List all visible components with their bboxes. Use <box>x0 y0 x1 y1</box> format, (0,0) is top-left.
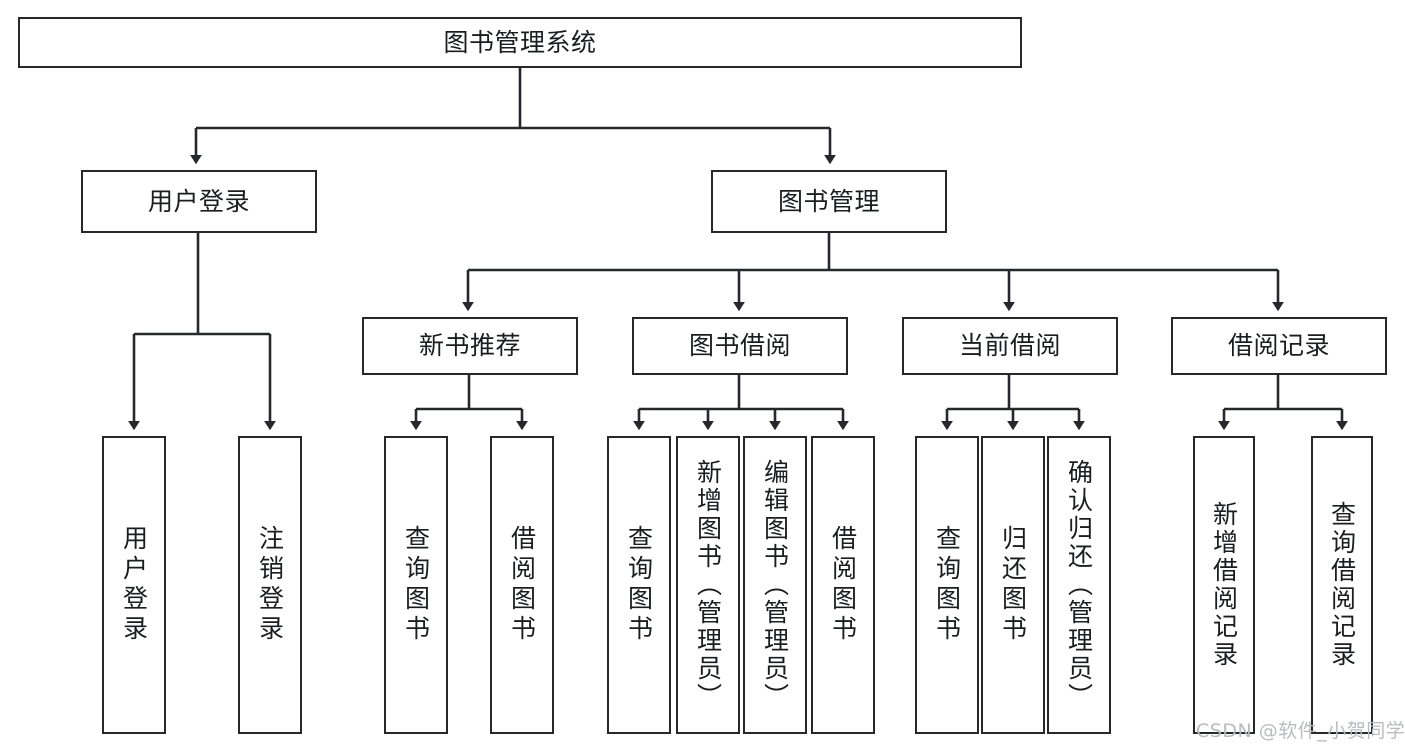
node-book-manage[interactable]: 图书管理 <box>711 170 947 233</box>
leaf-confirm-return-label: 确认归还（管理员） <box>1064 459 1094 711</box>
leaf-add-book-label: 新增图书（管理员） <box>693 459 723 711</box>
node-current-borrow[interactable]: 当前借阅 <box>902 317 1118 375</box>
leaf-borrow-book-1-label: 借阅图书 <box>507 525 537 645</box>
leaf-add-record[interactable]: 新增借阅记录 <box>1193 436 1255 734</box>
node-root[interactable]: 图书管理系统 <box>18 17 1022 68</box>
leaf-return-book[interactable]: 归还图书 <box>981 436 1045 734</box>
node-new-book-rec[interactable]: 新书推荐 <box>362 317 578 375</box>
leaf-borrow-book-1[interactable]: 借阅图书 <box>490 436 554 734</box>
node-user-login[interactable]: 用户登录 <box>81 170 317 233</box>
leaf-query-book-2[interactable]: 查询图书 <box>607 436 671 734</box>
node-book-borrow[interactable]: 图书借阅 <box>632 317 848 375</box>
leaf-edit-book-label: 编辑图书（管理员） <box>760 459 790 711</box>
leaf-return-book-label: 归还图书 <box>998 525 1028 645</box>
node-book-manage-label: 图书管理 <box>777 186 880 216</box>
leaf-user-login[interactable]: 用户登录 <box>102 436 166 734</box>
csdn-watermark: CSDN @软件_小贺同学 <box>1196 720 1405 742</box>
node-new-book-rec-label: 新书推荐 <box>418 331 521 361</box>
leaf-query-book-3-label: 查询图书 <box>932 525 962 645</box>
leaf-borrow-book-2-label: 借阅图书 <box>828 525 858 645</box>
leaf-query-record-label: 查询借阅记录 <box>1327 501 1357 669</box>
node-borrow-record[interactable]: 借阅记录 <box>1171 317 1387 375</box>
leaf-query-book-1-label: 查询图书 <box>401 525 431 645</box>
leaf-borrow-book-2[interactable]: 借阅图书 <box>811 436 875 734</box>
leaf-user-login-label: 用户登录 <box>119 525 149 645</box>
leaf-user-logout[interactable]: 注销登录 <box>238 436 302 734</box>
leaf-query-book-3[interactable]: 查询图书 <box>915 436 979 734</box>
leaf-query-book-2-label: 查询图书 <box>624 525 654 645</box>
leaf-add-record-label: 新增借阅记录 <box>1209 501 1239 669</box>
leaf-edit-book[interactable]: 编辑图书（管理员） <box>743 436 807 734</box>
leaf-confirm-return[interactable]: 确认归还（管理员） <box>1047 436 1111 734</box>
node-current-borrow-label: 当前借阅 <box>958 331 1061 361</box>
node-user-login-label: 用户登录 <box>147 186 250 216</box>
leaf-add-book[interactable]: 新增图书（管理员） <box>676 436 740 734</box>
leaf-query-book-1[interactable]: 查询图书 <box>384 436 448 734</box>
node-root-label: 图书管理系统 <box>443 27 597 57</box>
node-borrow-record-label: 借阅记录 <box>1227 331 1330 361</box>
node-book-borrow-label: 图书借阅 <box>688 331 791 361</box>
leaf-query-record[interactable]: 查询借阅记录 <box>1311 436 1373 734</box>
leaf-user-logout-label: 注销登录 <box>255 525 285 645</box>
